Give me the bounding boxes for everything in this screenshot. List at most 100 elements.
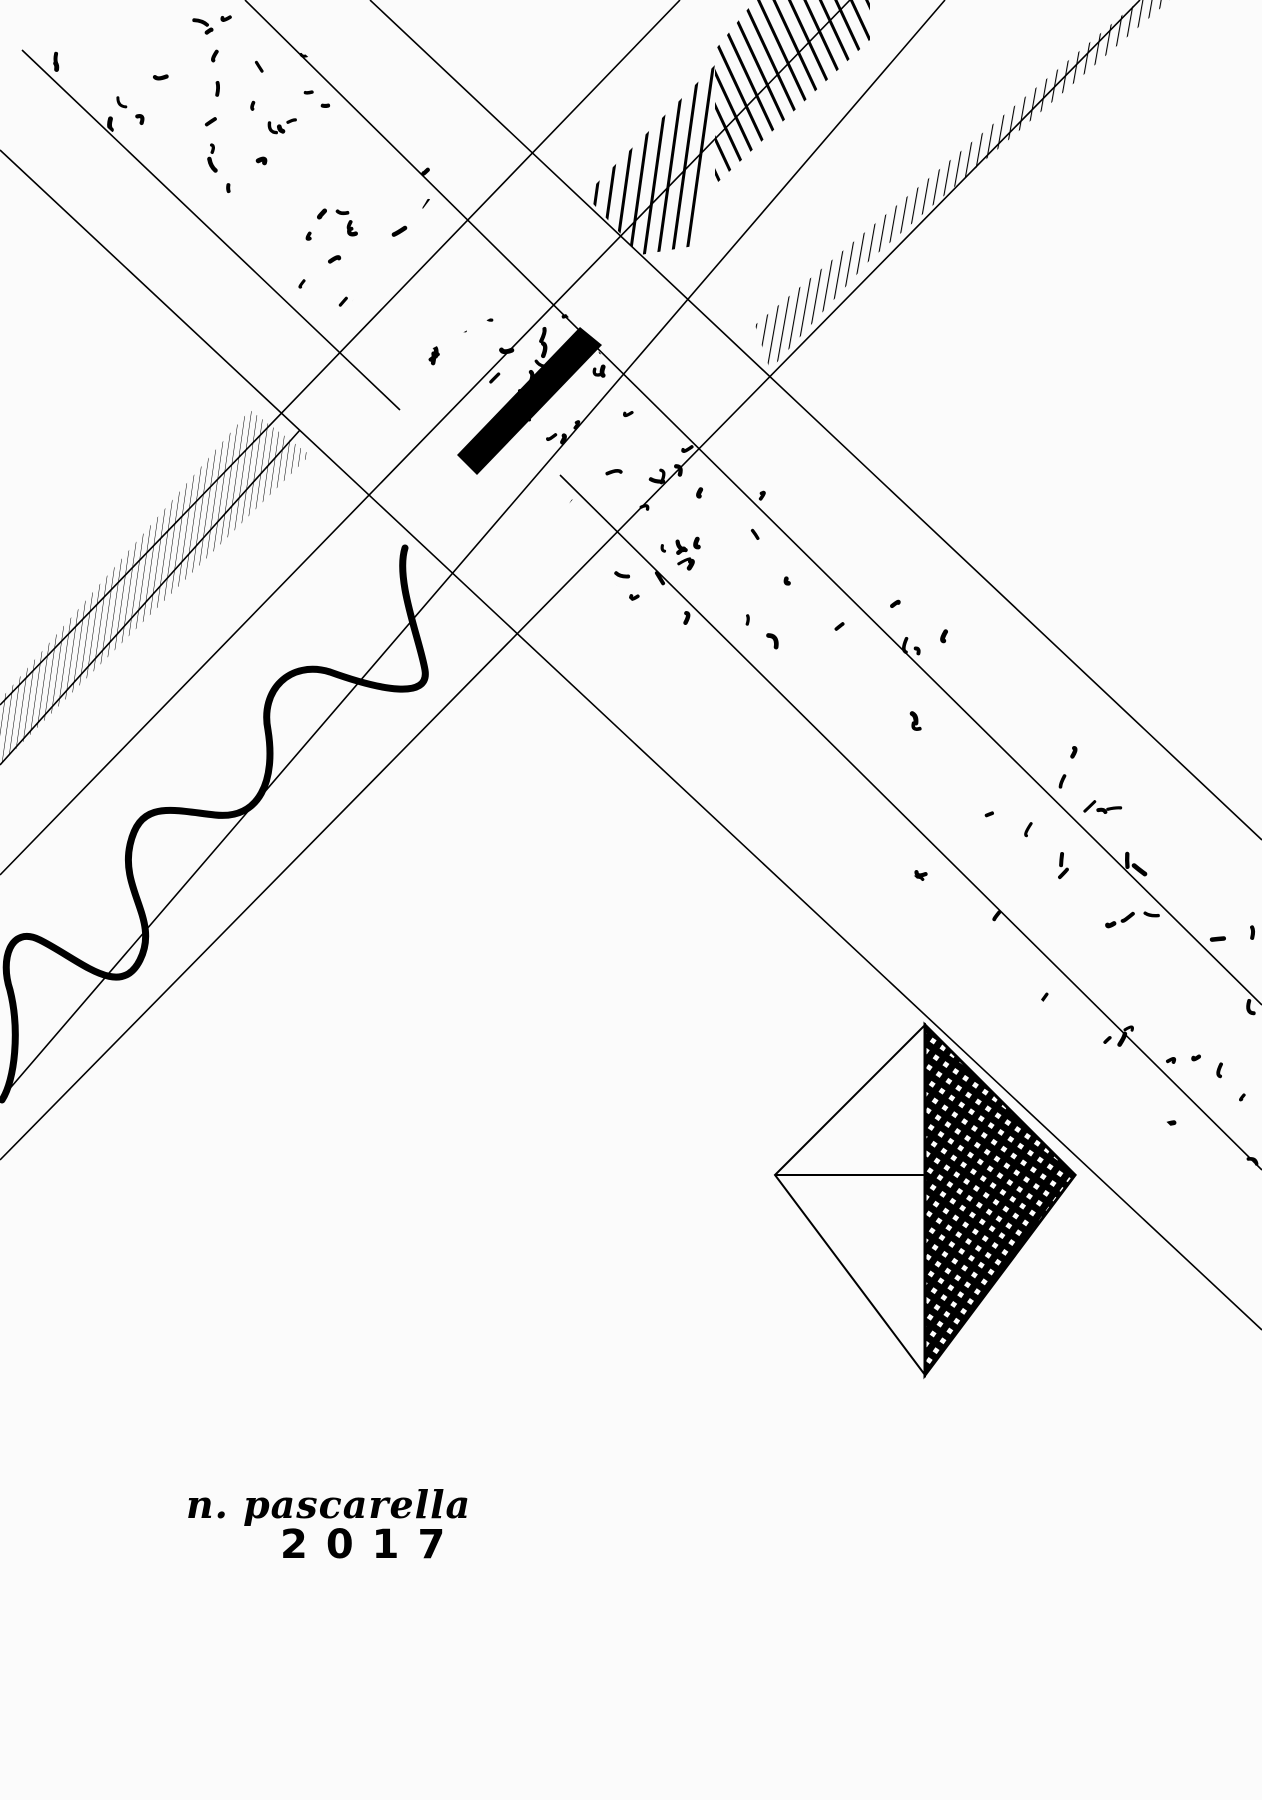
texture-dash [1096,807,1108,815]
texture-dash [715,933,726,943]
texture-dash [935,1017,951,1025]
texture-dash [70,114,75,131]
texture-dash [40,118,53,124]
texture-dash [643,1037,659,1049]
texture-dash [22,116,26,126]
texture-dash [677,557,692,566]
texture-dash [428,261,435,279]
texture-dash [628,594,640,601]
texture-dash [422,198,431,210]
texture-dash [107,116,114,133]
texture-dash [834,1078,845,1089]
texture-dash [201,316,217,328]
texture-dash [451,456,463,467]
texture-dash [363,56,376,65]
texture-dash [915,953,926,960]
texture-dash [750,528,760,540]
texture-dash [648,477,666,484]
texture-dash [660,544,667,553]
texture-dash [654,571,666,586]
texture-dash [703,1096,718,1105]
texture-dash [911,425,920,430]
texture-dash [1053,1039,1060,1057]
diagonal-bands [0,0,1262,1331]
texture-dash [909,711,919,726]
texture-dash [613,962,622,980]
texture-dash [654,881,671,891]
texture-dash [573,420,581,430]
texture-dash [744,888,762,900]
wavy-line [0,544,429,1104]
texture-dash [599,364,606,378]
texture-dash [1037,477,1053,484]
texture-dash [1109,1143,1116,1154]
texture-dash [902,636,909,654]
texture-dash [907,993,920,999]
texture-dash [975,535,983,550]
texture-dash [327,255,342,264]
texture-dash [1212,723,1230,728]
texture-dash [192,18,209,27]
texture-dash [903,1162,919,1173]
texture-dash [395,307,407,315]
texture-dash [42,287,56,298]
texture-dash [484,308,494,322]
open-triangle [773,1022,926,1378]
texture-dash [432,478,448,485]
texture-dash [53,0,62,9]
texture-dash [913,646,921,656]
texture-dash [762,871,773,880]
texture-dash [766,633,779,650]
dash-texture [590,425,1262,1215]
texture-dash [414,423,427,431]
texture-dash [201,285,217,294]
texture-dash [1116,692,1133,704]
texture-dash [589,325,597,338]
texture-dash [1247,780,1256,790]
texture-dash [459,322,467,333]
texture-dash [908,1051,921,1057]
texture-dash [601,309,611,320]
texture-dash [57,145,68,154]
texture-dash [1105,569,1119,584]
texture-dash [908,1064,923,1075]
texture-dash [1245,703,1260,715]
texture-dash [283,26,294,36]
texture-dash [135,114,145,126]
texture-dash [434,280,442,289]
texture-dash [658,425,665,435]
texture-dash [745,614,750,626]
texture-dash [773,910,787,916]
bold-hatch-band-b [715,0,870,185]
texture-dash [667,915,682,925]
texture-dash [132,246,150,256]
cross-hatched-triangle [923,1021,1077,1380]
texture-dash [305,231,312,241]
texture-dash [656,1138,667,1155]
texture-dash [1056,435,1073,443]
texture-dash [671,1136,677,1151]
texture-dash [1143,911,1160,918]
texture-dash [1023,489,1032,502]
texture-dash [352,298,367,305]
texture-dash [1058,774,1067,789]
texture-dash [911,721,922,732]
texture-dash [1137,567,1142,576]
texture-dash [614,571,631,579]
texture-dash [210,49,219,63]
signature-name: n. pascarella [186,1482,472,1527]
texture-dash [641,1177,657,1187]
texture-dash [681,1015,695,1022]
texture-dash [1037,992,1049,1007]
texture-dash [677,876,691,885]
texture-dash [909,479,927,489]
texture-dash [1092,436,1106,444]
texture-dash [666,1108,676,1126]
dash-texture [22,0,435,330]
texture-dash [726,981,737,987]
texture-dash [22,158,31,163]
texture-dash [748,744,758,755]
texture-dash [664,769,674,775]
texture-dash [1197,500,1208,516]
texture-dash [209,143,215,155]
